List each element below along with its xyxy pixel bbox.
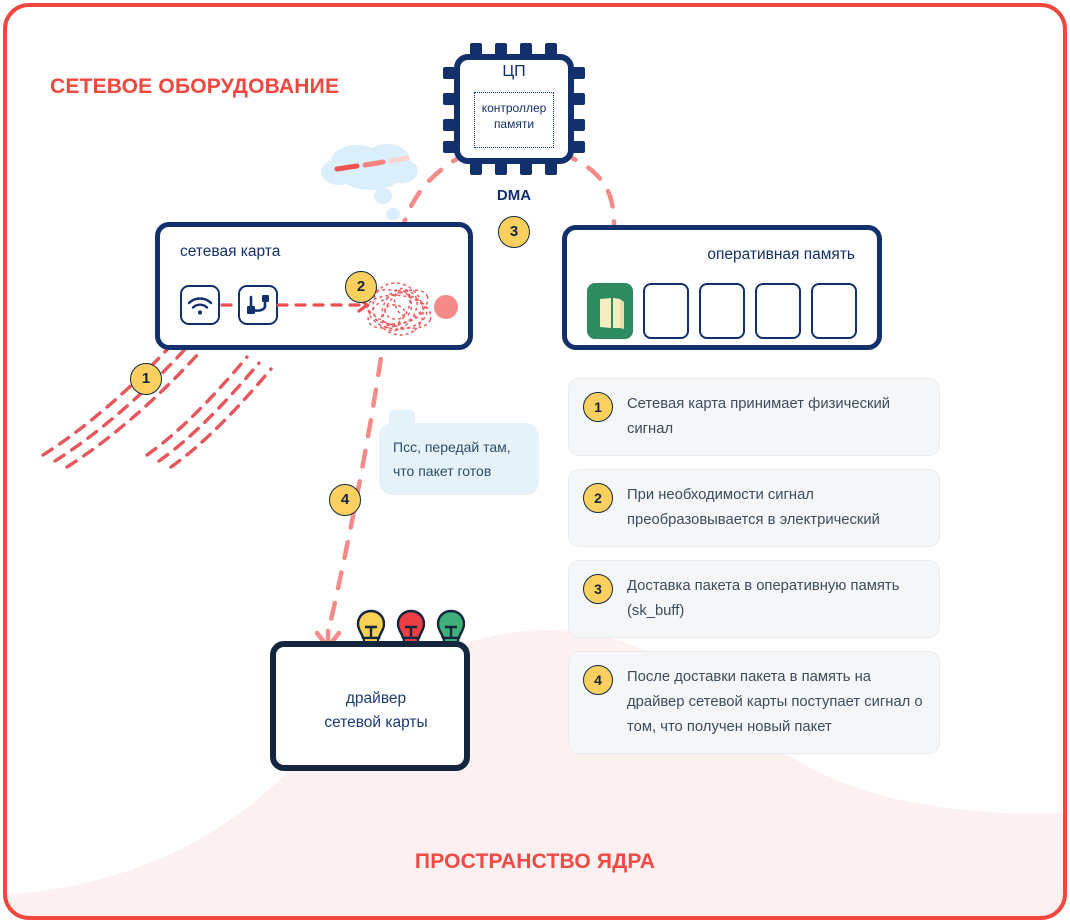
step-badge-3: 3 (498, 216, 530, 248)
ram-slot-empty (643, 283, 689, 339)
page-title-kernel: ПРОСТРАНСТВО ЯДРА (414, 850, 656, 873)
page-title-hardware: СЕТЕВОЕ ОБОРУДОВАНИЕ (50, 75, 340, 98)
legend-badge-2: 2 (583, 483, 613, 513)
driver-label-line2: сетевой карты (324, 714, 428, 731)
legend-item-1: 1 Сетевая карта принимает физический сиг… (568, 378, 940, 456)
cable-icon (238, 285, 278, 325)
legend-text-1: Сетевая карта принимает физический сигна… (627, 396, 890, 437)
incoming-signal-waves (25, 305, 275, 485)
memory-controller-box: контроллер памяти (474, 92, 554, 148)
ram-slot-filled (587, 283, 633, 339)
ram-slot-empty (811, 283, 857, 339)
speech-bubble-line1: Псс, передай там, (393, 439, 511, 455)
legend-badge-1: 1 (583, 392, 613, 422)
network-card-box: сетевая карта (155, 222, 473, 350)
ram-box: оперативная память (562, 225, 882, 350)
step-badge-4: 4 (329, 484, 361, 516)
signal-dot (434, 295, 458, 319)
ram-slot-empty (699, 283, 745, 339)
legend-text-3: Доставка пакета в оперативную память (sk… (627, 578, 900, 619)
ram-slot-empty (755, 283, 801, 339)
cpu-chip: ЦП контроллер памяти (443, 43, 585, 175)
thought-cloud (315, 138, 435, 248)
step-badge-1: 1 (130, 363, 162, 395)
legend-badge-3: 3 (583, 574, 613, 604)
speech-bubble: Псс, передай там, что пакет готов (379, 423, 539, 495)
ram-label: оперативная память (707, 246, 855, 263)
signal-scribble (355, 273, 441, 345)
legend-text-4: После доставки пакета в память на драйве… (627, 669, 923, 735)
step-badge-2: 2 (345, 271, 377, 303)
legend-badge-4: 4 (583, 665, 613, 695)
network-card-label: сетевая карта (180, 243, 281, 260)
wifi-icon (180, 285, 220, 325)
network-driver-box: драйвер сетевой карты (270, 641, 470, 771)
cpu-label: ЦП (502, 63, 526, 80)
steps-legend: 1 Сетевая карта принимает физический сиг… (568, 378, 940, 767)
legend-item-3: 3 Доставка пакета в оперативную память (… (568, 560, 940, 638)
legend-text-2: При необходимости сигнал преобразовывает… (627, 487, 880, 528)
legend-item-4: 4 После доставки пакета в память на драй… (568, 651, 940, 754)
memory-controller-line1: контроллер (481, 101, 547, 115)
speech-bubble-line2: что пакет готов (393, 463, 492, 479)
driver-label-line1: драйвер (345, 690, 407, 707)
dma-label: DMA (496, 187, 532, 204)
kernel-space-blob (5, 565, 1065, 918)
legend-item-2: 2 При необходимости сигнал преобразовыва… (568, 469, 940, 547)
memory-controller-line2: памяти (493, 117, 535, 131)
